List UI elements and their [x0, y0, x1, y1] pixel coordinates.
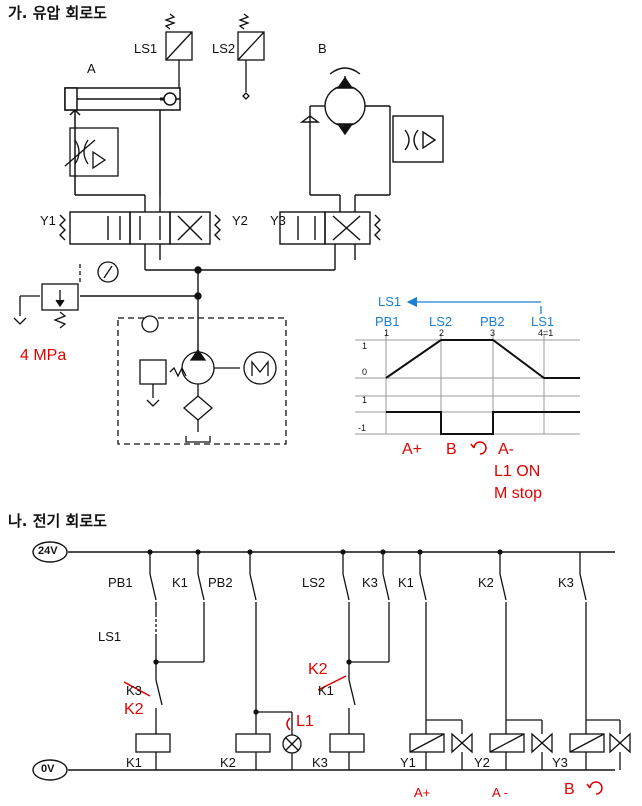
note-a-plus: A+ — [402, 441, 423, 458]
timing-label-pb1: PB1 — [375, 314, 400, 329]
relief-valve — [13, 261, 119, 329]
handwritten-edits — [123, 441, 603, 795]
hydraulic-lines — [80, 266, 335, 352]
y2-label: Y2 — [232, 213, 248, 228]
handwritten-k2-mid: K2 — [308, 661, 328, 678]
ls1-label: LS1 — [134, 41, 158, 56]
cyl-level-1: 1 — [362, 341, 368, 351]
coil-k1-label: K1 — [126, 755, 142, 770]
note-b-rotation: B — [446, 441, 457, 458]
pressure-setting-note: 4 MPa — [20, 347, 67, 364]
power-unit — [117, 315, 287, 445]
flow-control-valve-a — [64, 127, 119, 177]
contact-k1-nc: K1 — [318, 683, 334, 698]
contact-ls1: LS1 — [98, 629, 122, 644]
timing-arrow-label: LS1 — [378, 294, 402, 309]
contact-k3-a: K3 — [362, 575, 378, 590]
contact-ls2: LS2 — [302, 575, 326, 590]
step-number-1: 1 — [384, 328, 390, 338]
supply-0v: 0V — [41, 763, 55, 775]
contact-pb2: PB2 — [208, 575, 233, 590]
step-number-3: 3 — [490, 328, 496, 338]
electric-rails — [32, 541, 615, 781]
note-a-minus: A- — [498, 441, 514, 458]
supply-24v: 24V — [38, 545, 58, 557]
handwritten-l1: L1 — [296, 713, 314, 730]
timing-label-ls1-end: LS1 — [531, 314, 555, 329]
solenoid-y3-label: Y3 — [552, 755, 568, 770]
y1-label: Y1 — [40, 213, 56, 228]
handwritten-a-minus: A - — [492, 785, 508, 800]
contact-k2-a: K2 — [478, 575, 494, 590]
cyl-level-0: 0 — [362, 367, 368, 377]
motor-level-neg1: -1 — [358, 423, 367, 433]
ls1-switch-symbol — [164, 13, 193, 88]
step-number-2: 2 — [439, 328, 445, 338]
y3-label: Y3 — [270, 213, 286, 228]
handwritten-b: B — [564, 781, 575, 798]
ls2-label: LS2 — [212, 41, 236, 56]
cylinder-a — [64, 87, 181, 195]
electric-ladder — [135, 549, 631, 770]
directional-valve-y1-y2 — [59, 194, 221, 270]
directional-valve-y3 — [279, 194, 390, 270]
contact-pb1: PB1 — [108, 575, 133, 590]
contact-k3-nc: K3 — [126, 683, 142, 698]
handwritten-k2-left: K2 — [124, 701, 144, 718]
motor-level-1: 1 — [362, 395, 368, 405]
solenoid-y2-label: Y2 — [474, 755, 490, 770]
electrical-title: 나. 전기 회로도 — [8, 512, 107, 530]
coil-k2-label: K2 — [220, 755, 236, 770]
hydraulic-title: 가. 유압 회로도 — [8, 4, 107, 22]
note-m-stop: M stop — [494, 485, 543, 502]
timing-chart — [355, 296, 580, 435]
note-l1-on: L1 ON — [494, 463, 541, 480]
contact-k1-b: K1 — [398, 575, 414, 590]
coil-k3-label: K3 — [312, 755, 328, 770]
step-number-4: 4=1 — [538, 328, 554, 338]
ls2-switch-symbol — [237, 13, 265, 100]
timing-label-pb2: PB2 — [480, 314, 505, 329]
handwritten-a-plus: A+ — [414, 785, 431, 800]
motor-b-label: B — [318, 41, 327, 56]
contact-k3-b: K3 — [558, 575, 574, 590]
hydraulic-motor-b — [299, 67, 444, 195]
contact-k1-a: K1 — [172, 575, 188, 590]
cylinder-a-label: A — [87, 61, 96, 76]
solenoid-y1-label: Y1 — [400, 755, 416, 770]
timing-label-ls2: LS2 — [429, 314, 453, 329]
